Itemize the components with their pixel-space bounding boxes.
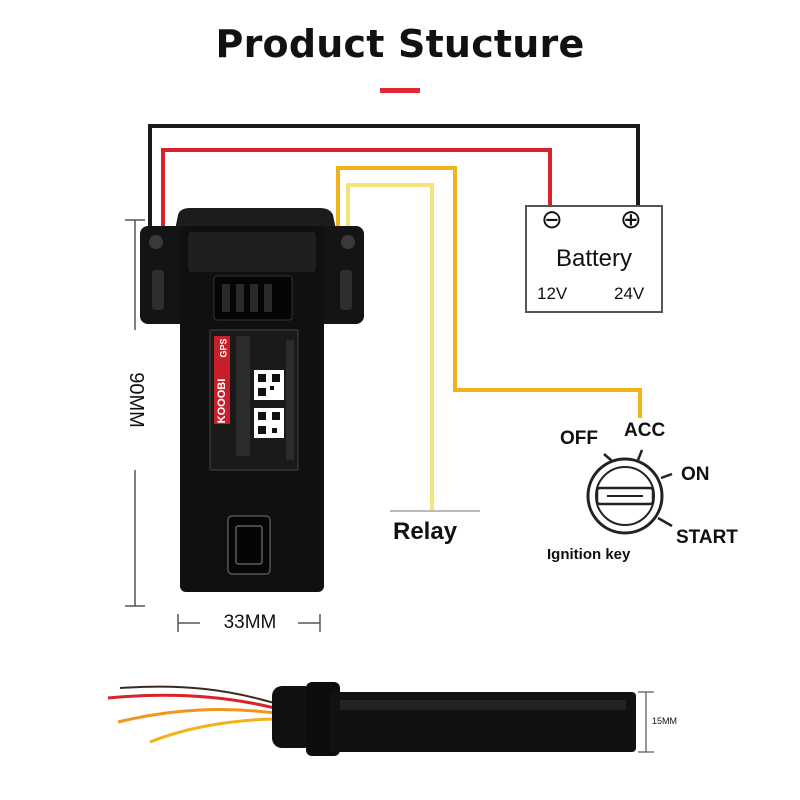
- side-wire-dark: [119, 685, 291, 709]
- battery-minus-icon: ⊖: [541, 205, 563, 235]
- device-brand-label: KOOOBI: [216, 378, 228, 424]
- battery-label: Battery: [555, 245, 633, 272]
- ignition-start-label: START: [676, 527, 738, 548]
- battery-plus-icon: ⊕: [620, 205, 642, 235]
- side-wire-yellow: [149, 717, 291, 744]
- yellow-wire-acc: [336, 166, 642, 418]
- device-side-label: GPS: [218, 338, 229, 358]
- sim-slot: [227, 515, 271, 575]
- mount-hole-right: [341, 235, 355, 249]
- ignition-key-label: Ignition key: [547, 546, 631, 563]
- thickness-dim-label: 15MM: [652, 716, 678, 726]
- ignition-acc-label: ACC: [624, 420, 666, 441]
- device-cap: [175, 208, 336, 230]
- side-wire-orange: [117, 708, 291, 724]
- title-underline: [380, 88, 420, 93]
- light-yellow-wire-relay: [346, 183, 434, 510]
- height-dim-label: 90MM: [125, 372, 147, 428]
- page-title: Product Stucture: [215, 22, 585, 66]
- ignition-on-label: ON: [681, 464, 710, 485]
- side-cable-grommet: [272, 686, 314, 748]
- side-wire-red: [107, 693, 291, 714]
- black-wire: [148, 124, 640, 232]
- battery-voltage-high: 24V: [614, 284, 645, 303]
- battery-box: [525, 205, 663, 313]
- battery-voltage-low: 12V: [537, 284, 568, 303]
- mount-hole-left: [149, 235, 163, 249]
- relay-label: Relay: [393, 518, 458, 545]
- red-wire: [161, 148, 552, 232]
- width-dim-label: 33MM: [223, 612, 277, 633]
- ignition-off-label: OFF: [560, 428, 598, 449]
